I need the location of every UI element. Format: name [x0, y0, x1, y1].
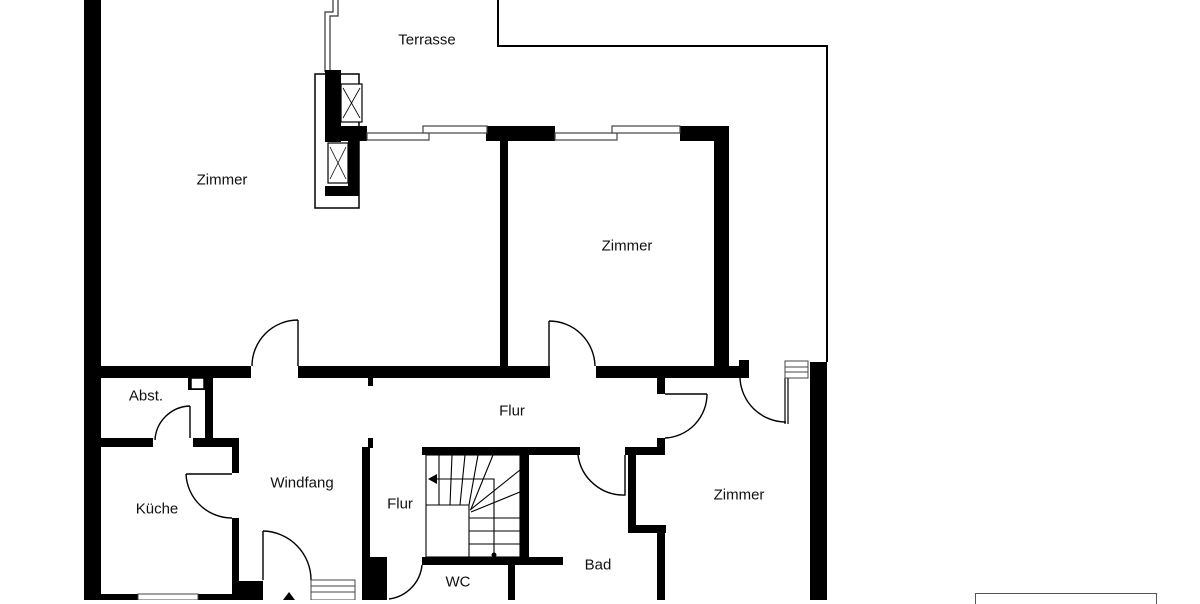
room-label-flur: Flur [387, 495, 413, 513]
room-label-zimmer: Zimmer [713, 486, 765, 504]
windows-top [366, 125, 681, 141]
legend-box [975, 593, 1157, 604]
flue-crosses [329, 87, 361, 180]
small-windows [137, 360, 809, 600]
room-label-windfang: Windfang [270, 474, 334, 492]
abst-window [190, 377, 205, 390]
door-leaf-terrace [784, 378, 789, 424]
interior-walls [101, 141, 749, 600]
room-label-bad: Bad [584, 556, 612, 574]
exterior-walls [84, 0, 827, 600]
chimney-fill [325, 70, 367, 196]
door-arcs [154, 319, 787, 600]
room-label-kueche: Küche [135, 500, 179, 518]
room-label-zimmer: Zimmer [196, 171, 248, 189]
room-label-zimmer: Zimmer [601, 237, 653, 255]
room-label-wc: WC [445, 573, 471, 591]
stair-start-dot [491, 552, 497, 558]
room-label-abst: Abst. [128, 387, 164, 405]
room-label-terrasse: Terrasse [398, 31, 456, 49]
terrace-railing [324, 0, 339, 72]
entrance-arrow-icon [283, 592, 295, 600]
terrace-outline [497, 0, 828, 362]
room-label-flur: Flur [499, 402, 525, 420]
staircase [425, 454, 521, 558]
stair-direction-arrow-icon [428, 474, 437, 484]
